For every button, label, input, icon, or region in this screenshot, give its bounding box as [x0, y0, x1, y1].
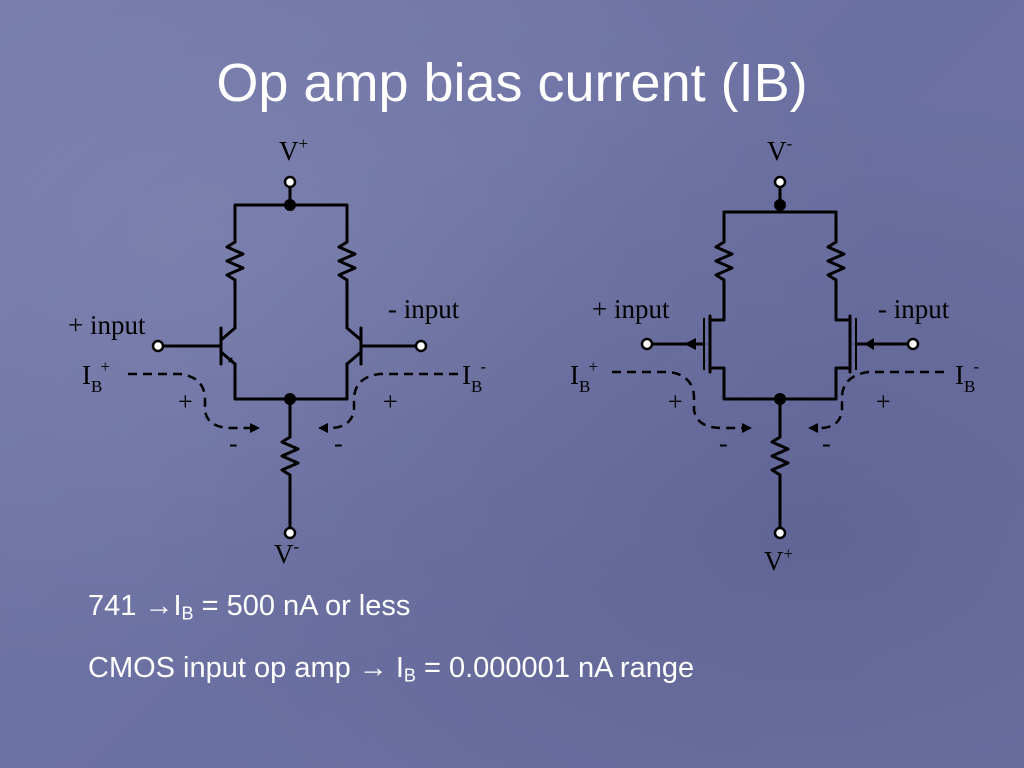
cmos-bottom-supply-label: V+	[764, 544, 793, 576]
bjt-minus-input-terminal	[414, 339, 428, 353]
cmos-plus-input-label: + input	[592, 294, 670, 324]
cmos-ib-plus-path	[612, 370, 752, 433]
cmos-bottom-terminal	[773, 526, 787, 540]
bjt-circuit: V+ + input - input	[68, 134, 486, 569]
bjt-top-terminal	[283, 175, 297, 189]
cmos-minus-input-label: - input	[878, 294, 950, 324]
cmos-plus-input-terminal	[640, 337, 654, 351]
bjt-right-minus-sign: -	[334, 429, 343, 458]
note-cmos-bias-current: CMOS input op amp → IB = 0.000001 nA ran…	[88, 652, 695, 686]
cmos-right-minus-sign: -	[822, 429, 831, 458]
cmos-ib-minus-label: IB-	[955, 357, 979, 396]
bjt-right-resistor	[337, 240, 357, 282]
cmos-right-resistor	[826, 240, 846, 282]
cmos-ib-minus-path	[808, 370, 944, 433]
arrow-right-icon: →	[358, 652, 388, 684]
bjt-ib-minus-path	[318, 372, 458, 433]
bjt-ib-plus-path	[128, 372, 260, 433]
bjt-plus-input-terminal	[151, 339, 165, 353]
bjt-left-plus-sign: +	[178, 387, 193, 416]
arrow-right-icon: →	[144, 590, 174, 622]
cmos-top-terminal	[773, 175, 787, 189]
bjt-tail-resistor	[280, 435, 300, 477]
bjt-minus-input-label: - input	[388, 294, 460, 324]
cmos-left-plus-sign: +	[668, 387, 683, 416]
bjt-ib-minus-label: IB-	[462, 357, 486, 396]
bjt-bottom-supply-label: V-	[274, 537, 300, 569]
bjt-plus-input-label: + input	[68, 310, 146, 340]
cmos-tail-resistor	[770, 435, 790, 477]
cmos-ib-plus-label: IB+	[570, 357, 598, 396]
bjt-bottom-terminal	[283, 526, 297, 540]
cmos-minus-input-terminal	[906, 337, 920, 351]
bjt-left-resistor	[225, 240, 245, 282]
bjt-left-minus-sign: -	[229, 429, 238, 458]
bjt-top-supply-label: V+	[279, 134, 308, 166]
cmos-top-supply-label: V-	[767, 134, 793, 166]
cmos-right-plus-sign: +	[876, 387, 891, 416]
bjt-ib-plus-label: IB+	[82, 357, 110, 396]
note-741-bias-current: 741 →IB = 500 nA or less	[88, 590, 411, 624]
bjt-right-plus-sign: +	[383, 387, 398, 416]
cmos-left-minus-sign: -	[719, 429, 728, 458]
cmos-left-resistor	[714, 240, 734, 282]
slide-title: Op amp bias current (IB)	[216, 53, 808, 113]
cmos-circuit: V- + input - input V+	[570, 134, 979, 576]
